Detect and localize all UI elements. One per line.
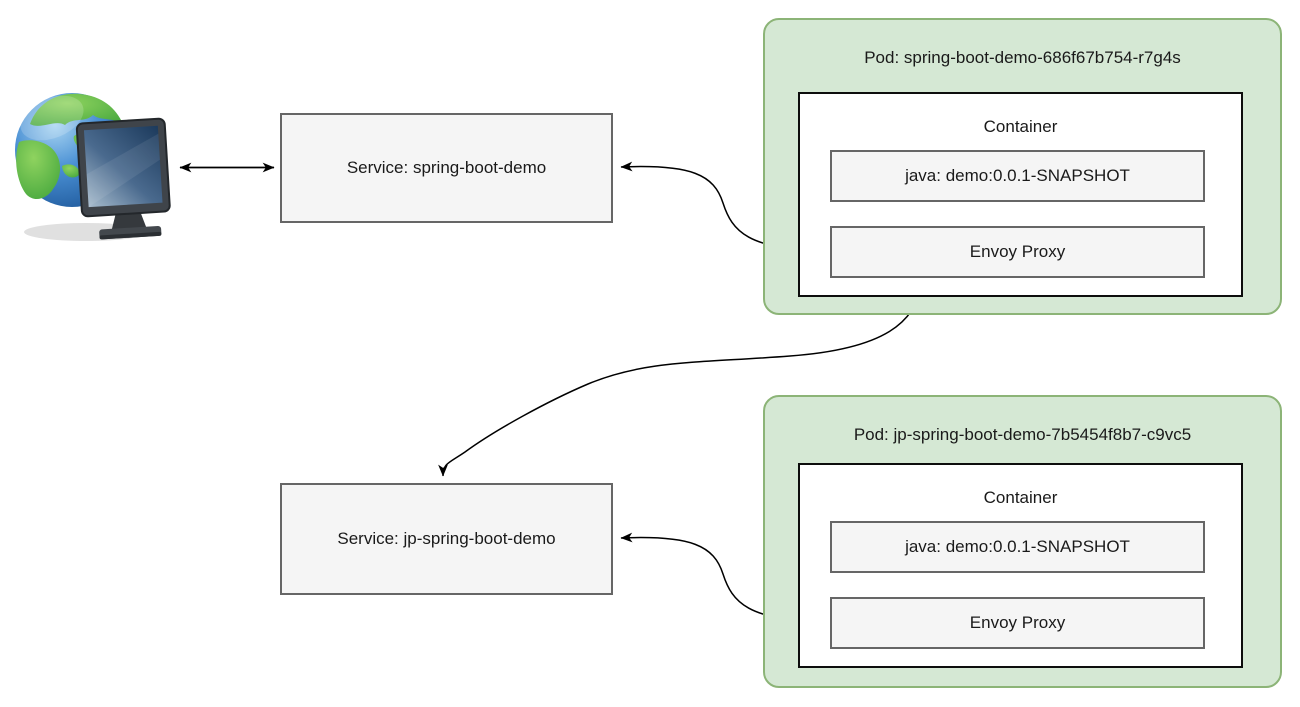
pod-title: Pod: jp-spring-boot-demo-7b5454f8b7-c9vc… [853,425,1192,444]
java-app-box: java: demo:0.0.1-SNAPSHOT [830,521,1205,573]
container-title: Container [983,117,1058,136]
java-app-box: java: demo:0.0.1-SNAPSHOT [830,150,1205,202]
monitor [75,117,171,240]
container-box: Container java: demo:0.0.1-SNAPSHOT Envo… [798,463,1243,668]
pod-spring-boot-demo: Pod: spring-boot-demo-686f67b754-r7g4s C… [763,18,1282,315]
container-box: Container java: demo:0.0.1-SNAPSHOT Envo… [798,92,1243,297]
envoy-proxy-label: Envoy Proxy [969,242,1066,261]
pod-jp-spring-boot-demo: Pod: jp-spring-boot-demo-7b5454f8b7-c9vc… [763,395,1282,688]
envoy-proxy-box: Envoy Proxy [830,597,1205,649]
service-label: Service: spring-boot-demo [346,158,547,177]
container-title: Container [983,488,1058,507]
pod-title: Pod: spring-boot-demo-686f67b754-r7g4s [864,48,1181,67]
java-app-label: java: demo:0.0.1-SNAPSHOT [905,166,1130,185]
service-spring-boot-demo-box: Service: spring-boot-demo [280,113,613,223]
envoy-proxy-box: Envoy Proxy [830,226,1205,278]
service-label: Service: jp-spring-boot-demo [337,529,556,548]
globe-monitor-icon [15,93,171,241]
envoy-proxy-label: Envoy Proxy [969,613,1066,632]
service-jp-spring-boot-demo-box: Service: jp-spring-boot-demo [280,483,613,595]
java-app-label: java: demo:0.0.1-SNAPSHOT [905,537,1130,556]
